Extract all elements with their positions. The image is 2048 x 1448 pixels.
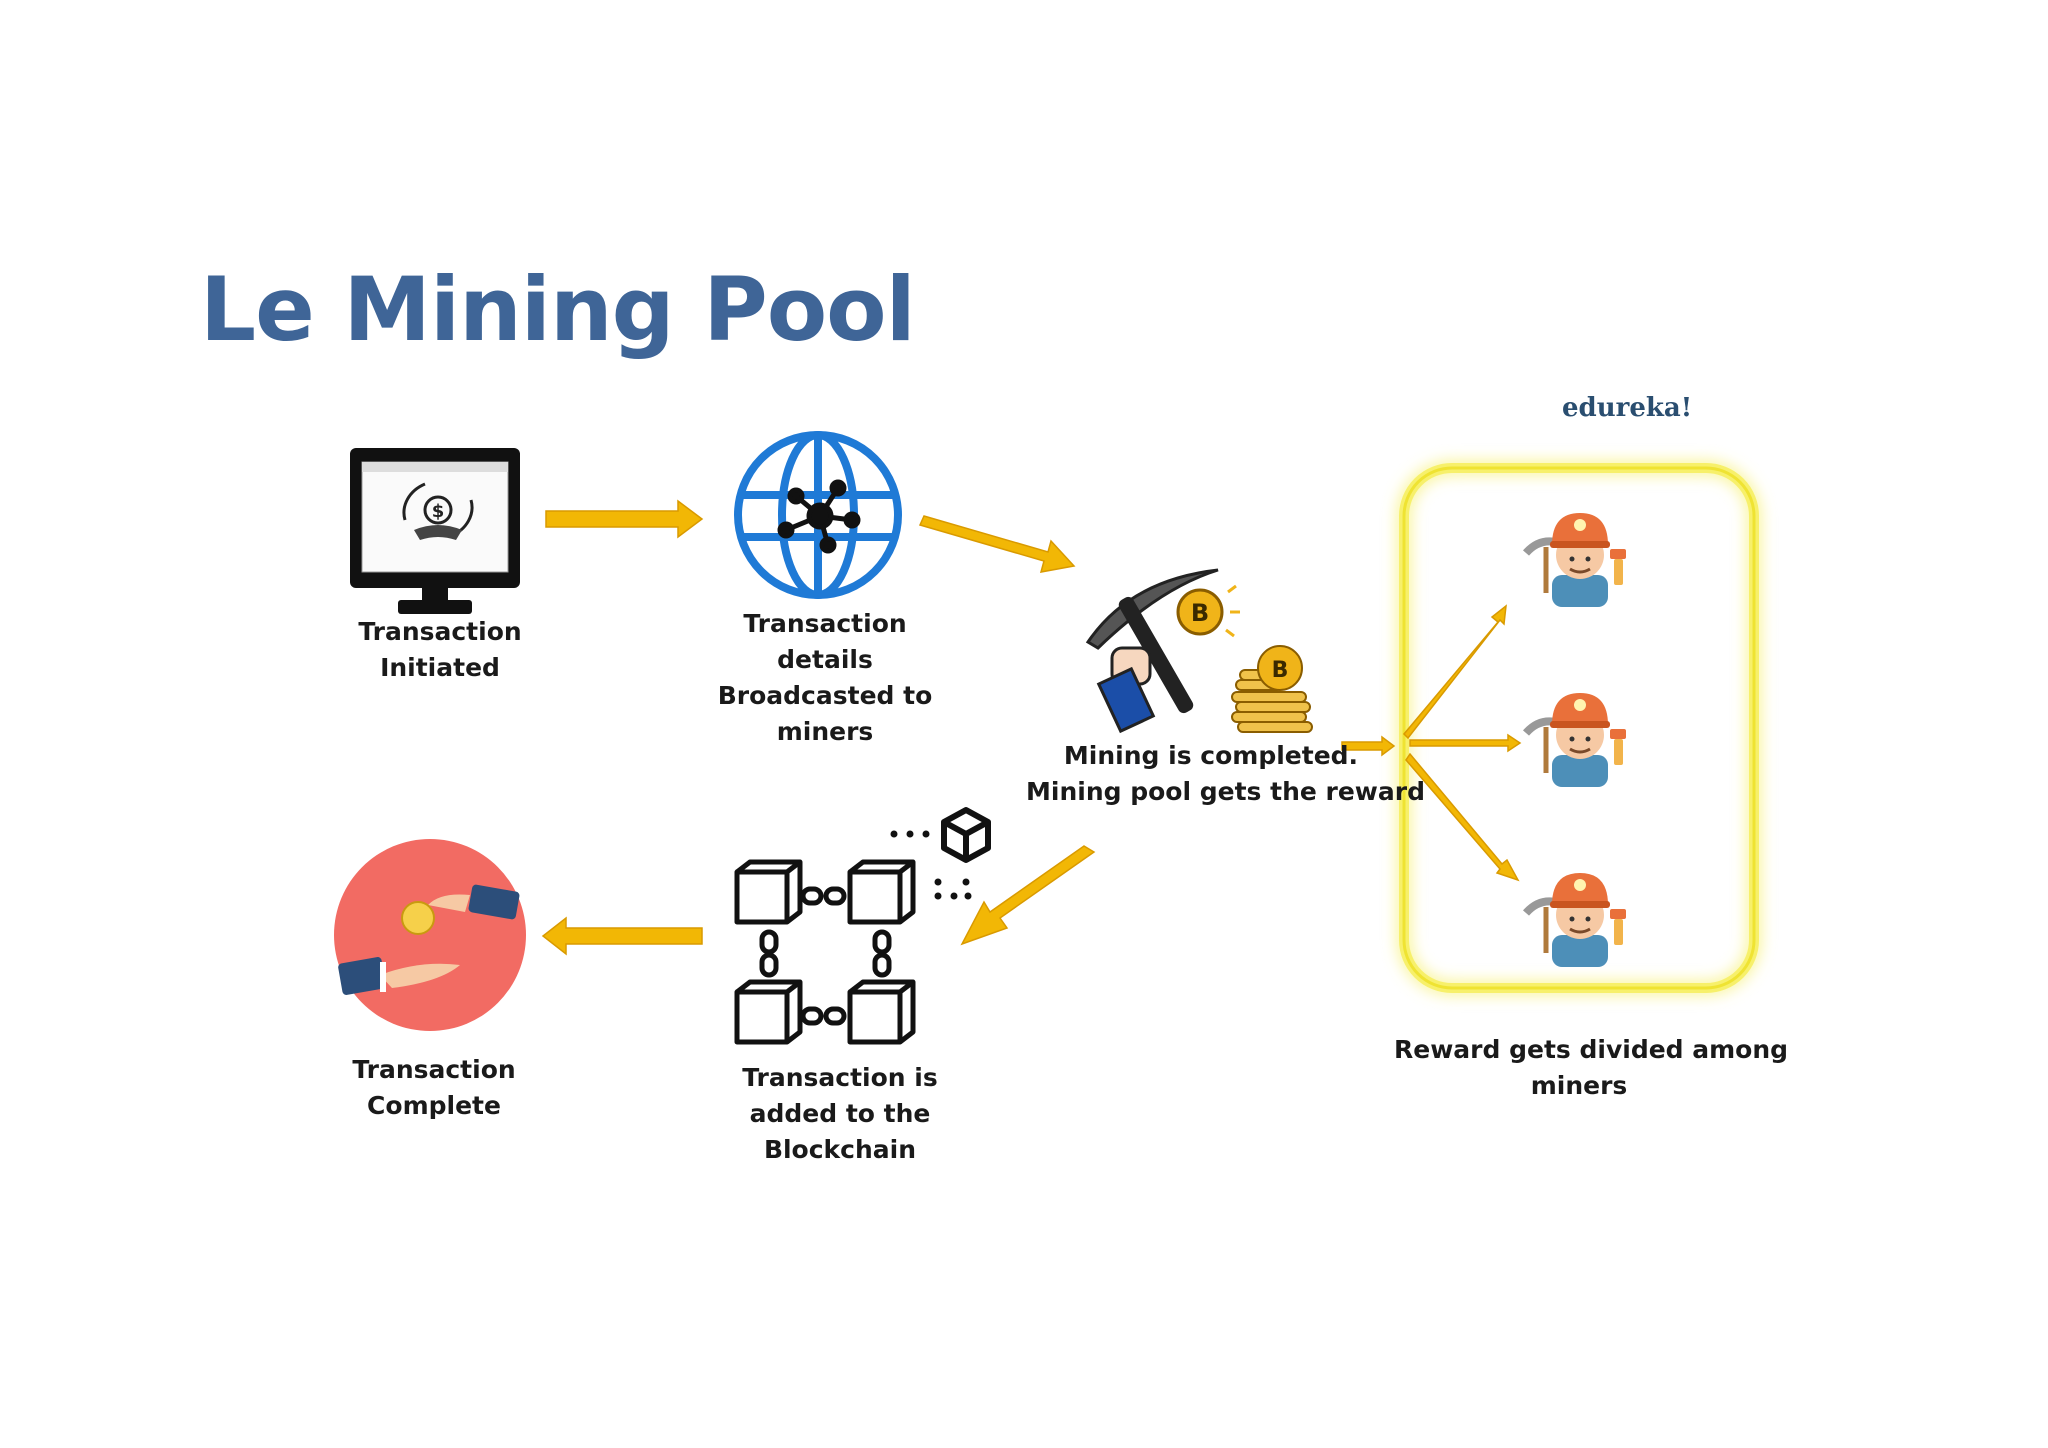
pickaxe-bitcoin-icon: B [1085, 568, 1240, 734]
dollar-cycle-icon: $ [402, 482, 474, 540]
svg-text:B: B [1272, 658, 1289, 683]
computer-monitor-icon: $ [350, 448, 520, 614]
step-label-mining: Mining is completed. Mining pool gets th… [1026, 741, 1425, 806]
miner-icon [1522, 513, 1626, 607]
step-label-reward: Reward gets divided among miners [1394, 1035, 1789, 1100]
miner-icon [1522, 693, 1626, 787]
miner-icon [1522, 873, 1626, 967]
svg-text:B: B [1191, 599, 1209, 627]
handshake-payment-icon [334, 839, 526, 1031]
arrow-initiated-to-broadcast [545, 499, 704, 539]
network-hub-icon [777, 479, 861, 554]
blockchain-icon [734, 807, 991, 1045]
arrow-pool-to-miner-middle [1409, 733, 1522, 753]
page-title: Le Mining Pool [200, 258, 916, 361]
arrow-broadcast-to-mining [918, 515, 1076, 573]
brand-logo-text: edureka! [1562, 393, 1693, 423]
arrow-mining-to-blockchain [960, 845, 1096, 946]
arrow-pool-to-miner-bottom [1405, 752, 1520, 882]
step-label-initiated: Transaction Initiated [358, 617, 522, 682]
coin-stack-icon: B [1231, 645, 1313, 733]
svg-text:$: $ [432, 501, 445, 522]
arrow-blockchain-to-complete [541, 916, 703, 956]
step-label-broadcast: Transaction details Broadcasted to miner… [717, 609, 933, 746]
step-label-blockchain: Transaction is added to the Blockchain [742, 1063, 938, 1164]
arrow-pool-to-miner-top [1402, 604, 1507, 740]
flow-arrows [541, 499, 1522, 956]
step-label-complete: Transaction Complete [352, 1055, 516, 1120]
arrow-mining-to-pool [1341, 735, 1396, 757]
globe-network-icon [734, 431, 902, 599]
